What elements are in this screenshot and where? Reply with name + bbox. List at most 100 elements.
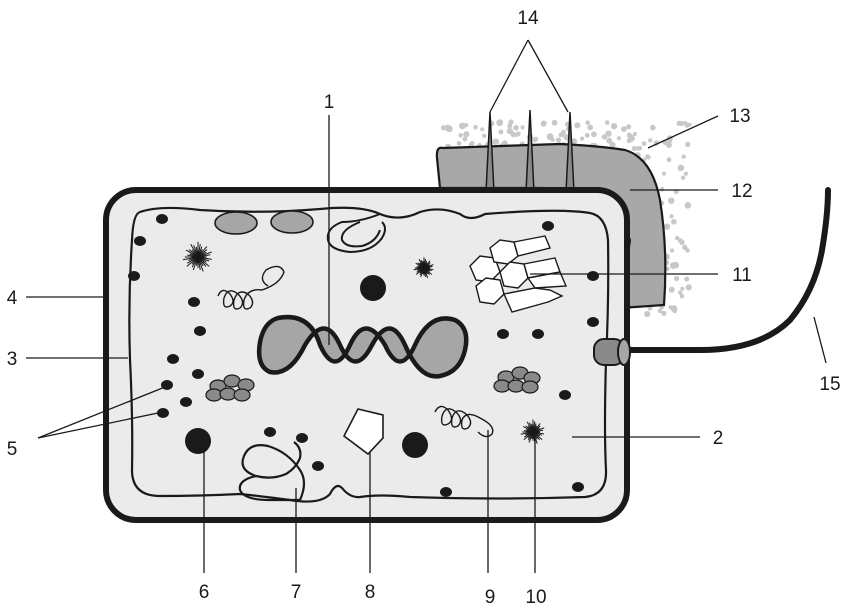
slime-dot [446, 125, 453, 132]
slime-dot [685, 142, 690, 147]
label-6: 6 [199, 582, 210, 603]
slime-dot [532, 137, 537, 142]
slime-dot [585, 120, 590, 125]
slime-dot [650, 125, 656, 131]
storage-granule-1 [215, 212, 257, 234]
slime-dot [666, 142, 672, 148]
label-9: 9 [485, 587, 496, 607]
label-5: 5 [7, 439, 18, 460]
ribosome [157, 408, 169, 418]
ribosome [312, 461, 324, 471]
slime-dot [580, 136, 584, 140]
slime-dot [686, 284, 692, 290]
slime-dot [644, 311, 650, 317]
ribosome [167, 354, 179, 364]
slime-dot [684, 277, 689, 282]
slime-dot [632, 146, 637, 151]
ribosome [194, 326, 206, 336]
slime-dot [674, 276, 679, 281]
leader-14b [528, 40, 568, 112]
ribosome [134, 236, 146, 246]
slime-dot [667, 157, 672, 162]
slime-dot [591, 131, 597, 137]
slime-dot [463, 137, 468, 142]
label-14: 14 [517, 8, 539, 29]
slime-dot [441, 125, 446, 130]
ribosome [572, 482, 584, 492]
slime-dot [605, 131, 611, 137]
slime-dot [547, 133, 554, 140]
label-10: 10 [525, 587, 546, 607]
slime-dot [498, 129, 503, 134]
label-4: 4 [7, 288, 18, 309]
slime-dot [507, 123, 512, 128]
slime-dot [680, 294, 685, 299]
slime-dot [638, 146, 642, 150]
inclusion-body [185, 428, 211, 454]
ribosome [587, 317, 599, 327]
label-2: 2 [713, 428, 724, 449]
slime-dot [642, 141, 647, 146]
slime-dot [671, 219, 677, 225]
slime-dot [669, 287, 675, 293]
label-3: 3 [7, 349, 18, 370]
inclusion-body [402, 432, 428, 458]
label-1: 1 [324, 92, 335, 113]
inclusion-body [360, 275, 386, 301]
slime-dot [470, 141, 475, 146]
slime-dot [458, 133, 463, 138]
slime-dot [670, 248, 674, 252]
slime-dot [459, 123, 466, 130]
ribosome [264, 427, 276, 437]
slime-dot [679, 121, 684, 126]
slime-dot [660, 187, 665, 192]
ribosome [192, 369, 204, 379]
slime-dot [682, 245, 687, 250]
slime-dot [680, 287, 684, 291]
ribosome [542, 221, 554, 231]
leader-15 [814, 317, 826, 363]
label-8: 8 [365, 582, 376, 603]
slime-dot [610, 142, 616, 148]
slime-dot [664, 224, 670, 230]
slime-dot [515, 133, 519, 137]
slime-dot [627, 138, 632, 143]
slime-dot [605, 120, 610, 125]
ribosome [532, 329, 544, 339]
slime-dot [559, 133, 563, 137]
ribosome [188, 297, 200, 307]
ribosome [296, 433, 308, 443]
slime-dot [556, 137, 561, 142]
slime-dot [587, 125, 593, 131]
ribosome [128, 271, 140, 281]
label-7: 7 [291, 582, 302, 603]
label-15: 15 [819, 374, 840, 395]
slime-dot [617, 136, 621, 140]
ribosome [180, 397, 192, 407]
leader-13 [648, 116, 718, 148]
ribosome [497, 329, 509, 339]
slime-dot [669, 214, 673, 218]
slime-dot [682, 155, 686, 159]
ribosome [587, 271, 599, 281]
slime-dot [473, 125, 478, 130]
ribosome [559, 390, 571, 400]
slime-dot [658, 309, 662, 313]
slime-dot [684, 122, 689, 127]
slime-dot [662, 172, 666, 176]
slime-dot [521, 125, 525, 129]
slime-dot [541, 121, 547, 127]
flagellum-basal-body [594, 339, 630, 365]
slime-dot [574, 122, 580, 128]
label-11: 11 [732, 265, 752, 286]
slime-dot [670, 262, 677, 269]
slime-dot [685, 202, 692, 209]
slime-dot [668, 198, 674, 204]
slime-dot [626, 124, 631, 129]
slime-dot [611, 123, 617, 129]
ribosome [156, 214, 168, 224]
slime-dot [681, 176, 685, 180]
slime-dot [679, 240, 684, 245]
